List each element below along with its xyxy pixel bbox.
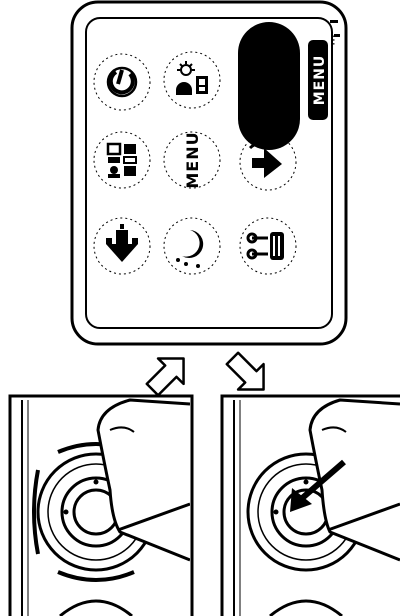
lcd-screen: MENU ··· xyxy=(72,2,346,344)
selection-highlight xyxy=(238,22,300,150)
arrow-up-right-icon xyxy=(140,346,197,403)
joystick-move-illustration xyxy=(10,396,192,616)
arrow-down-right-icon xyxy=(220,346,277,403)
menu-icon-label: MENU xyxy=(183,131,202,188)
menu-tab-label: MENU xyxy=(312,55,328,106)
menu-tab[interactable]: MENU xyxy=(308,40,328,120)
joystick-press-illustration xyxy=(222,396,400,616)
